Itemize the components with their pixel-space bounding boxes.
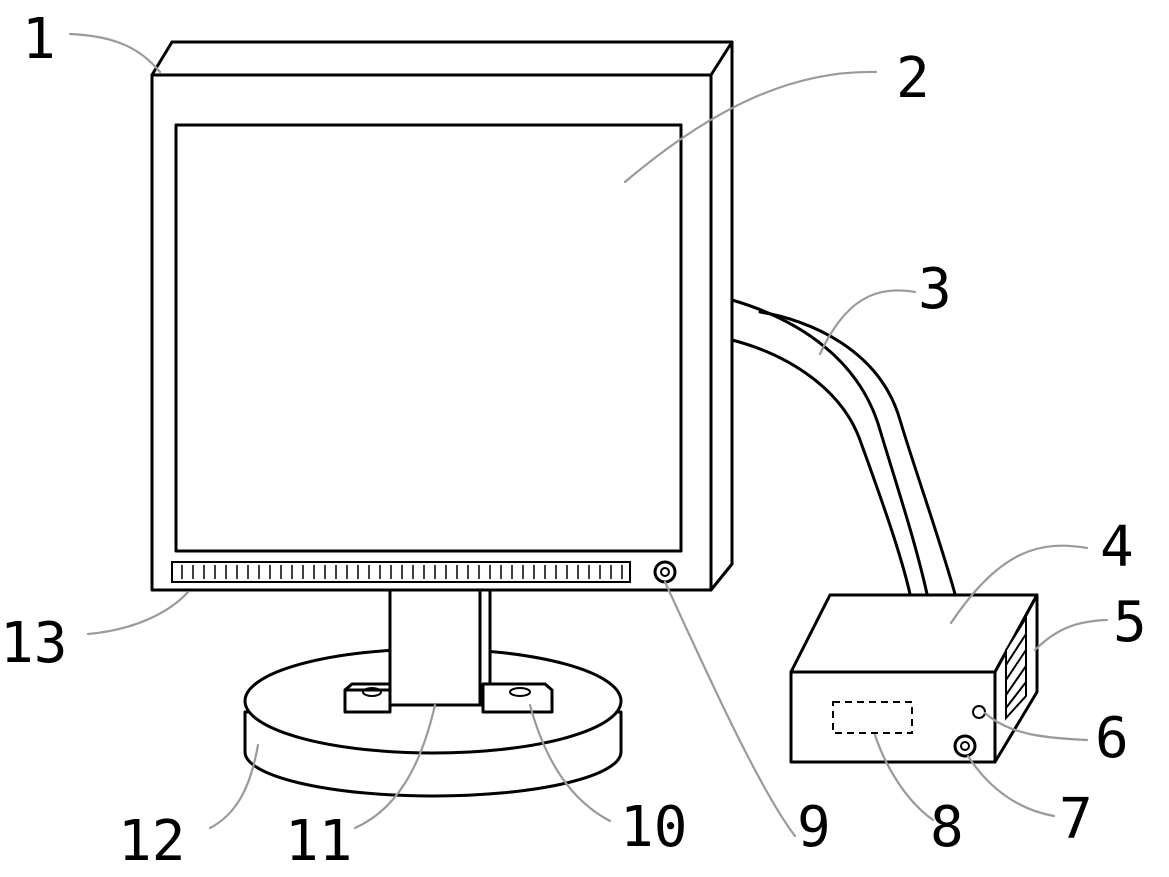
power-knob [653, 560, 677, 584]
label-2: 2 [896, 46, 930, 111]
label-5: 5 [1113, 590, 1147, 655]
leader-10 [528, 703, 612, 823]
leader-9 [663, 580, 797, 838]
support-column [388, 582, 492, 707]
dashed-display-window [832, 701, 913, 734]
label-10: 10 [620, 795, 687, 860]
leader-11 [353, 703, 437, 830]
label-7: 7 [1059, 787, 1093, 852]
button-strip [171, 561, 631, 583]
reference-numerals: 1 2 3 4 5 6 7 8 9 10 11 12 13 [0, 7, 1147, 874]
label-9: 9 [797, 795, 831, 860]
label-3: 3 [918, 257, 952, 322]
label-11: 11 [285, 809, 352, 874]
leader-1 [68, 32, 162, 74]
label-13: 13 [0, 611, 67, 676]
leader-6 [983, 711, 1089, 742]
foot-plates [343, 682, 554, 714]
indicator-light [972, 705, 986, 719]
leader-7 [966, 754, 1056, 818]
leader-13 [86, 590, 190, 636]
cable [730, 298, 957, 596]
leader-5 [1033, 618, 1109, 652]
leader-3 [818, 289, 917, 356]
display-screen [174, 123, 683, 553]
leader-12 [208, 743, 260, 830]
control-knob [953, 734, 977, 758]
side-port [1005, 614, 1027, 721]
label-1: 1 [22, 7, 56, 72]
leader-8 [873, 733, 935, 822]
label-6: 6 [1095, 706, 1129, 771]
label-4: 4 [1100, 515, 1134, 580]
leader-4 [949, 544, 1089, 625]
label-8: 8 [930, 795, 964, 860]
label-12: 12 [118, 809, 185, 874]
leader-2 [623, 70, 878, 184]
leader-lines [68, 32, 1109, 838]
control-box [789, 593, 1039, 764]
strip-dividers [181, 565, 623, 579]
